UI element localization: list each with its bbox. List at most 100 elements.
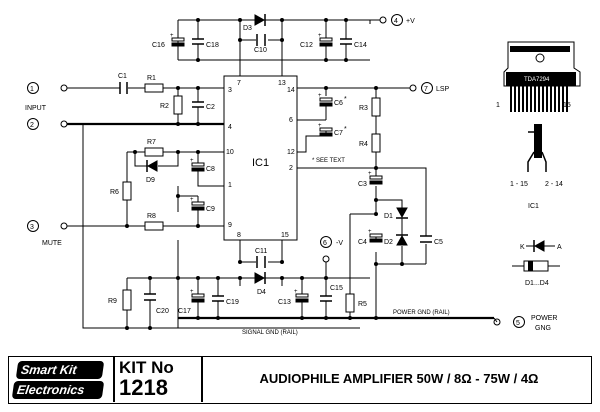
r3-r4-chain xyxy=(297,88,427,318)
logo-line-2: Electronics xyxy=(11,381,105,399)
svg-text:+: + xyxy=(318,123,322,129)
c3-label: C3 xyxy=(358,181,367,188)
package-pin-first: 1 xyxy=(496,102,500,109)
ic-pin-10: 10 xyxy=(226,149,234,156)
svg-text:+: + xyxy=(368,229,372,235)
ic-pin-2: 2 xyxy=(289,165,293,172)
diode-k-label: K xyxy=(520,244,525,251)
terminal-7[interactable] xyxy=(421,82,433,94)
c4-cap: + xyxy=(368,229,383,243)
terminal-5-number: 5 xyxy=(516,320,520,327)
d4-diode xyxy=(254,272,266,284)
power-gnd-label: POWER GND (RAIL) xyxy=(393,310,450,316)
title-divider-1 xyxy=(113,357,115,402)
c17-c19-wires xyxy=(178,278,240,319)
power-gnd-term-label-1: POWER xyxy=(531,315,557,322)
c12-label: C12 xyxy=(300,42,313,49)
r9-label: R9 xyxy=(108,298,117,305)
terminal-6-number: 6 xyxy=(323,240,327,247)
d1-d2-wires xyxy=(376,199,403,264)
diode-legend-label: D1...D4 xyxy=(525,280,549,287)
r2-c2-wires xyxy=(177,88,199,124)
terminal-2-number: 2 xyxy=(30,122,34,129)
diode-symbol-legend xyxy=(526,240,555,252)
c9-cap: + xyxy=(190,197,205,211)
input-pad xyxy=(60,84,68,92)
c17-label: C17 xyxy=(178,308,191,315)
c13-label: C13 xyxy=(278,299,291,306)
c14-cap xyxy=(340,20,352,60)
c5-label: C5 xyxy=(434,239,443,246)
svg-text:+: + xyxy=(190,289,194,295)
c13-c15-wires xyxy=(282,278,370,319)
terminal-4[interactable] xyxy=(391,14,403,26)
ic-pin-7: 7 xyxy=(237,80,241,87)
c11-label: C11 xyxy=(255,248,267,255)
c8-cap: + xyxy=(190,158,205,172)
svg-text:+: + xyxy=(318,93,322,99)
mute-label: MUTE xyxy=(42,240,62,247)
c9-wires xyxy=(178,195,199,226)
ic-pin-9: 9 xyxy=(228,222,232,229)
package-side-left: 1 - 15 xyxy=(510,181,528,188)
ic-pin-13: 13 xyxy=(278,80,286,87)
kit-number-block: KIT No 1218 xyxy=(119,359,199,399)
c4-label: C4 xyxy=(358,239,367,246)
signal-gnd-label: SIGNAL GND (RAIL) xyxy=(242,330,298,336)
terminal-6[interactable] xyxy=(320,236,332,248)
c3-cap: + xyxy=(368,171,383,185)
c16-label: C16 xyxy=(152,42,165,49)
d3-diode xyxy=(254,14,266,26)
ic1-label: IC1 xyxy=(252,157,269,169)
r4-resistor xyxy=(371,133,381,153)
d9-wires xyxy=(134,152,179,167)
package-pin-last: 15 xyxy=(563,102,571,109)
terminal-4-number: 4 xyxy=(394,18,398,25)
terminal-7-number: 7 xyxy=(424,86,428,93)
c2-cap xyxy=(192,101,204,108)
c16-cap: + xyxy=(170,20,185,60)
input-label: INPUT xyxy=(25,105,47,112)
c13-cap: + xyxy=(294,289,309,303)
ic-pin-1: 1 xyxy=(228,182,232,189)
r7-resistor xyxy=(144,147,164,157)
ic-pin-15: 15 xyxy=(281,232,289,239)
ic-pin-6: 6 xyxy=(289,117,293,124)
ic-pin-12: 12 xyxy=(287,149,295,156)
r5-label: R5 xyxy=(358,301,367,308)
terminal-1-number: 1 xyxy=(30,86,34,93)
c7-star: * xyxy=(344,126,347,133)
terminal-2[interactable] xyxy=(27,118,39,130)
r2-resistor xyxy=(173,95,183,115)
svg-text:+: + xyxy=(294,289,298,295)
c1-cap xyxy=(119,82,128,94)
power-gnd-term-label-2: GNG xyxy=(535,325,551,332)
ic1-body xyxy=(223,75,298,241)
r8-label: R8 xyxy=(147,213,156,220)
mute-pad xyxy=(60,222,68,230)
r6-label: R6 xyxy=(110,189,119,196)
c8-label: C8 xyxy=(206,166,215,173)
vplus-pad xyxy=(379,16,387,24)
vplus-label: +V xyxy=(406,18,415,25)
terminal-5[interactable] xyxy=(513,316,525,328)
terminal-1[interactable] xyxy=(27,82,39,94)
diode-a-label: A xyxy=(557,244,562,251)
c6-label: C6 xyxy=(334,100,343,107)
vminus-pad xyxy=(322,255,330,263)
tda7294-package xyxy=(503,41,581,112)
c11-cap xyxy=(256,256,266,268)
signal-gnd-rail xyxy=(82,124,360,329)
output-wires xyxy=(297,87,410,153)
lsp-pad xyxy=(409,84,417,92)
terminal-3[interactable] xyxy=(27,220,39,232)
svg-text:+: + xyxy=(190,158,194,164)
svg-text:+: + xyxy=(170,33,174,39)
package-part-number: TDA7294 xyxy=(524,77,550,83)
d4-label: D4 xyxy=(257,289,266,296)
package-side-right: 2 - 14 xyxy=(545,181,563,188)
svg-text:+: + xyxy=(318,33,322,39)
c20-label: C20 xyxy=(156,308,169,315)
r9-resistor xyxy=(122,289,132,311)
c15-cap xyxy=(320,295,332,302)
